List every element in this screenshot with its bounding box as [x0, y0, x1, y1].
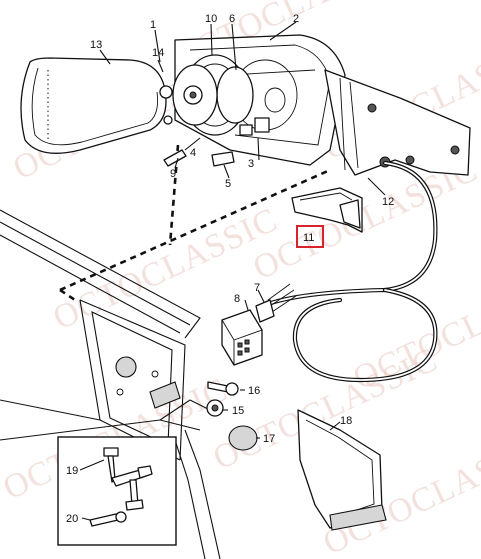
cover-part-11 — [291, 187, 363, 233]
mirror-glass — [20, 57, 173, 154]
callout-labels: 1 2 3 4 5 6 7 8 9 10 11 12 13 14 15 16 1… — [66, 13, 394, 525]
callout-5: 5 — [225, 178, 231, 190]
door-hole — [115, 356, 137, 378]
connector-part-8 — [221, 299, 275, 366]
callout-11: 11 — [303, 232, 314, 244]
callout-16: 16 — [248, 385, 260, 397]
inset-box — [57, 436, 177, 546]
callout-4: 4 — [190, 147, 196, 159]
callout-20: 20 — [66, 513, 78, 525]
callout-8: 8 — [234, 293, 240, 305]
highlight-box-part-11 — [296, 225, 324, 248]
callout-1: 1 — [150, 19, 156, 31]
callout-12: 12 — [382, 196, 394, 208]
callout-7: 7 — [254, 282, 260, 294]
callout-18: 18 — [340, 415, 352, 427]
callout-10: 10 — [205, 13, 217, 25]
callout-2: 2 — [293, 13, 299, 25]
callout-19: 19 — [66, 465, 78, 477]
callout-13: 13 — [90, 39, 102, 51]
clip-part-5 — [211, 151, 235, 167]
callout-14: 14 — [152, 47, 164, 59]
callout-17: 17 — [263, 433, 275, 445]
trim-panel-part-18 — [297, 409, 387, 531]
small-clips — [163, 149, 235, 167]
mirror-base — [324, 69, 471, 176]
screw-part-9 — [163, 149, 187, 167]
motor-assembly — [172, 54, 270, 136]
plug-part-17 — [228, 425, 258, 451]
wiring-harness — [262, 160, 438, 383]
callout-3: 3 — [248, 158, 254, 170]
callout-6: 6 — [229, 13, 235, 25]
callout-9: 9 — [170, 168, 176, 180]
leader-lines — [79, 21, 386, 521]
callout-15: 15 — [232, 405, 244, 417]
